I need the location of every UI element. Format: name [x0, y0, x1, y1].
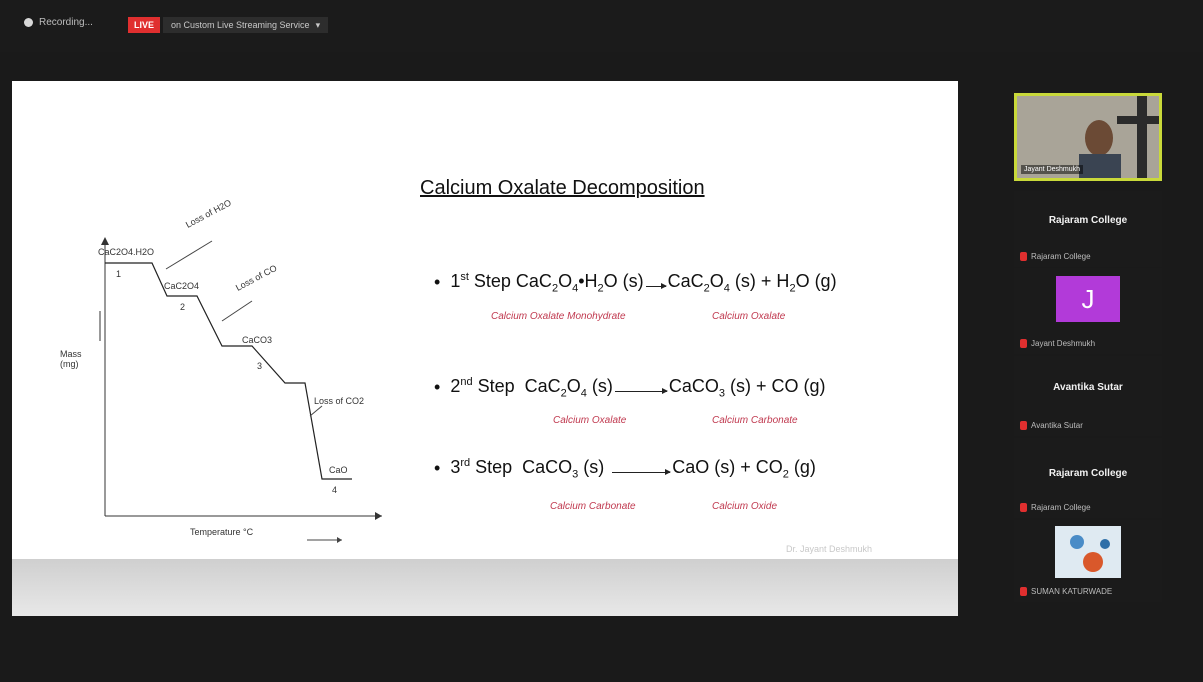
- chevron-down-icon: ▾: [315, 19, 321, 30]
- loss-label-3: Loss of CO2: [314, 396, 365, 406]
- slide-title: Calcium Oxalate Decomposition: [420, 177, 705, 199]
- participant-display-name: Rajaram College: [1048, 215, 1128, 226]
- plateau-number-2: 2: [180, 302, 186, 312]
- meeting-top-bar: Recording... LIVE on Custom Live Streami…: [0, 0, 1203, 52]
- mic-muted-icon: [1020, 587, 1027, 596]
- plateau-number-3: 3: [257, 361, 263, 371]
- bullet: •: [434, 272, 441, 293]
- plateau-label-2: CaC2O4: [164, 281, 200, 291]
- reaction-step-3: • 3rd Step CaCO3 (s)CaO (s) + CO2 (g): [434, 457, 816, 481]
- reaction-step-2: • 2nd Step CaC2O4 (s)CaCO3 (s) + CO (g): [434, 376, 826, 400]
- participant-tile[interactable]: Rajaram College Rajaram College: [1014, 438, 1162, 518]
- tga-graph: [99, 237, 382, 543]
- active-speaker-video[interactable]: Jayant Deshmukh: [1014, 93, 1162, 181]
- speaker-name-overlay: Jayant Deshmukh: [1021, 165, 1084, 174]
- recording-label: Recording...: [39, 17, 93, 28]
- participant-label: Avantika Sutar: [1020, 421, 1083, 430]
- reaction-equation: 3rd Step CaCO3 (s)CaO (s) + CO2 (g): [450, 457, 816, 481]
- live-badge[interactable]: LIVE: [128, 17, 160, 33]
- participant-tile[interactable]: Rajaram College Rajaram College: [1014, 191, 1162, 267]
- participant-tile[interactable]: J Jayant Deshmukh: [1014, 268, 1162, 354]
- participant-name: Jayant Deshmukh: [1031, 339, 1096, 348]
- product-name-2: Calcium Carbonate: [712, 415, 798, 426]
- live-stream-label: on Custom Live Streaming Service: [171, 20, 310, 30]
- reactant-name-1: Calcium Oxalate Monohydrate: [491, 311, 626, 322]
- graph-x-label: Temperature °C: [190, 527, 254, 537]
- graph-y-label: Mass (mg): [60, 349, 82, 369]
- participant-name: Rajaram College: [1031, 503, 1091, 512]
- participant-name: SUMAN KATURWADE: [1031, 587, 1113, 596]
- recording-indicator[interactable]: Recording...: [24, 17, 93, 28]
- plateau-label-4: CaO: [329, 465, 348, 475]
- plateau-number-4: 4: [332, 485, 338, 495]
- product-name-3: Calcium Oxide: [712, 501, 778, 512]
- participant-tile[interactable]: Avantika Sutar Avantika Sutar: [1014, 356, 1162, 436]
- plateau-label-1: CaC2O4.H2O: [98, 247, 155, 257]
- participant-label: Jayant Deshmukh: [1020, 339, 1095, 348]
- bullet: •: [434, 458, 441, 479]
- slide-watermark: Dr. Jayant Deshmukh: [786, 544, 873, 554]
- participant-name: Rajaram College: [1031, 252, 1091, 261]
- participant-display-name: Avantika Sutar: [1053, 382, 1123, 393]
- speaker-video-feed: [1017, 96, 1159, 178]
- reaction-equation: 2nd Step CaC2O4 (s)CaCO3 (s) + CO (g): [450, 376, 826, 400]
- mic-muted-icon: [1020, 421, 1027, 430]
- participant-tile[interactable]: SUMAN KATURWADE: [1014, 520, 1162, 602]
- participant-label: SUMAN KATURWADE: [1020, 587, 1112, 596]
- avatar: J: [1056, 276, 1120, 322]
- mic-muted-icon: [1020, 339, 1027, 348]
- participant-label: Rajaram College: [1020, 503, 1091, 512]
- reactant-name-3: Calcium Carbonate: [550, 501, 636, 512]
- presentation-slide: Mass (mg) Temperature °C CaC2O4.H2O 1 Ca…: [12, 81, 958, 559]
- plateau-label-3: CaCO3: [242, 335, 273, 345]
- reactant-name-2: Calcium Oxalate: [553, 415, 627, 426]
- plateau-number-1: 1: [116, 269, 122, 279]
- record-icon: [24, 18, 33, 27]
- participant-name: Avantika Sutar: [1031, 421, 1083, 430]
- reaction-equation: 1st Step CaC2O4•H2O (s)CaC2O4 (s) + H2O …: [450, 271, 837, 295]
- reaction-step-1: • 1st Step CaC2O4•H2O (s)CaC2O4 (s) + H2…: [434, 271, 837, 295]
- participant-picture: [1055, 526, 1121, 578]
- live-stream-dropdown[interactable]: on Custom Live Streaming Service ▾: [163, 17, 329, 33]
- shared-screen: Mass (mg) Temperature °C CaC2O4.H2O 1 Ca…: [12, 81, 958, 616]
- product-name-1: Calcium Oxalate: [712, 311, 786, 322]
- mic-muted-icon: [1020, 252, 1027, 261]
- participant-display-name: Rajaram College: [1048, 468, 1128, 479]
- slide-footer: [12, 559, 958, 616]
- participant-label: Rajaram College: [1020, 252, 1091, 261]
- mic-muted-icon: [1020, 503, 1027, 512]
- bullet: •: [434, 377, 441, 398]
